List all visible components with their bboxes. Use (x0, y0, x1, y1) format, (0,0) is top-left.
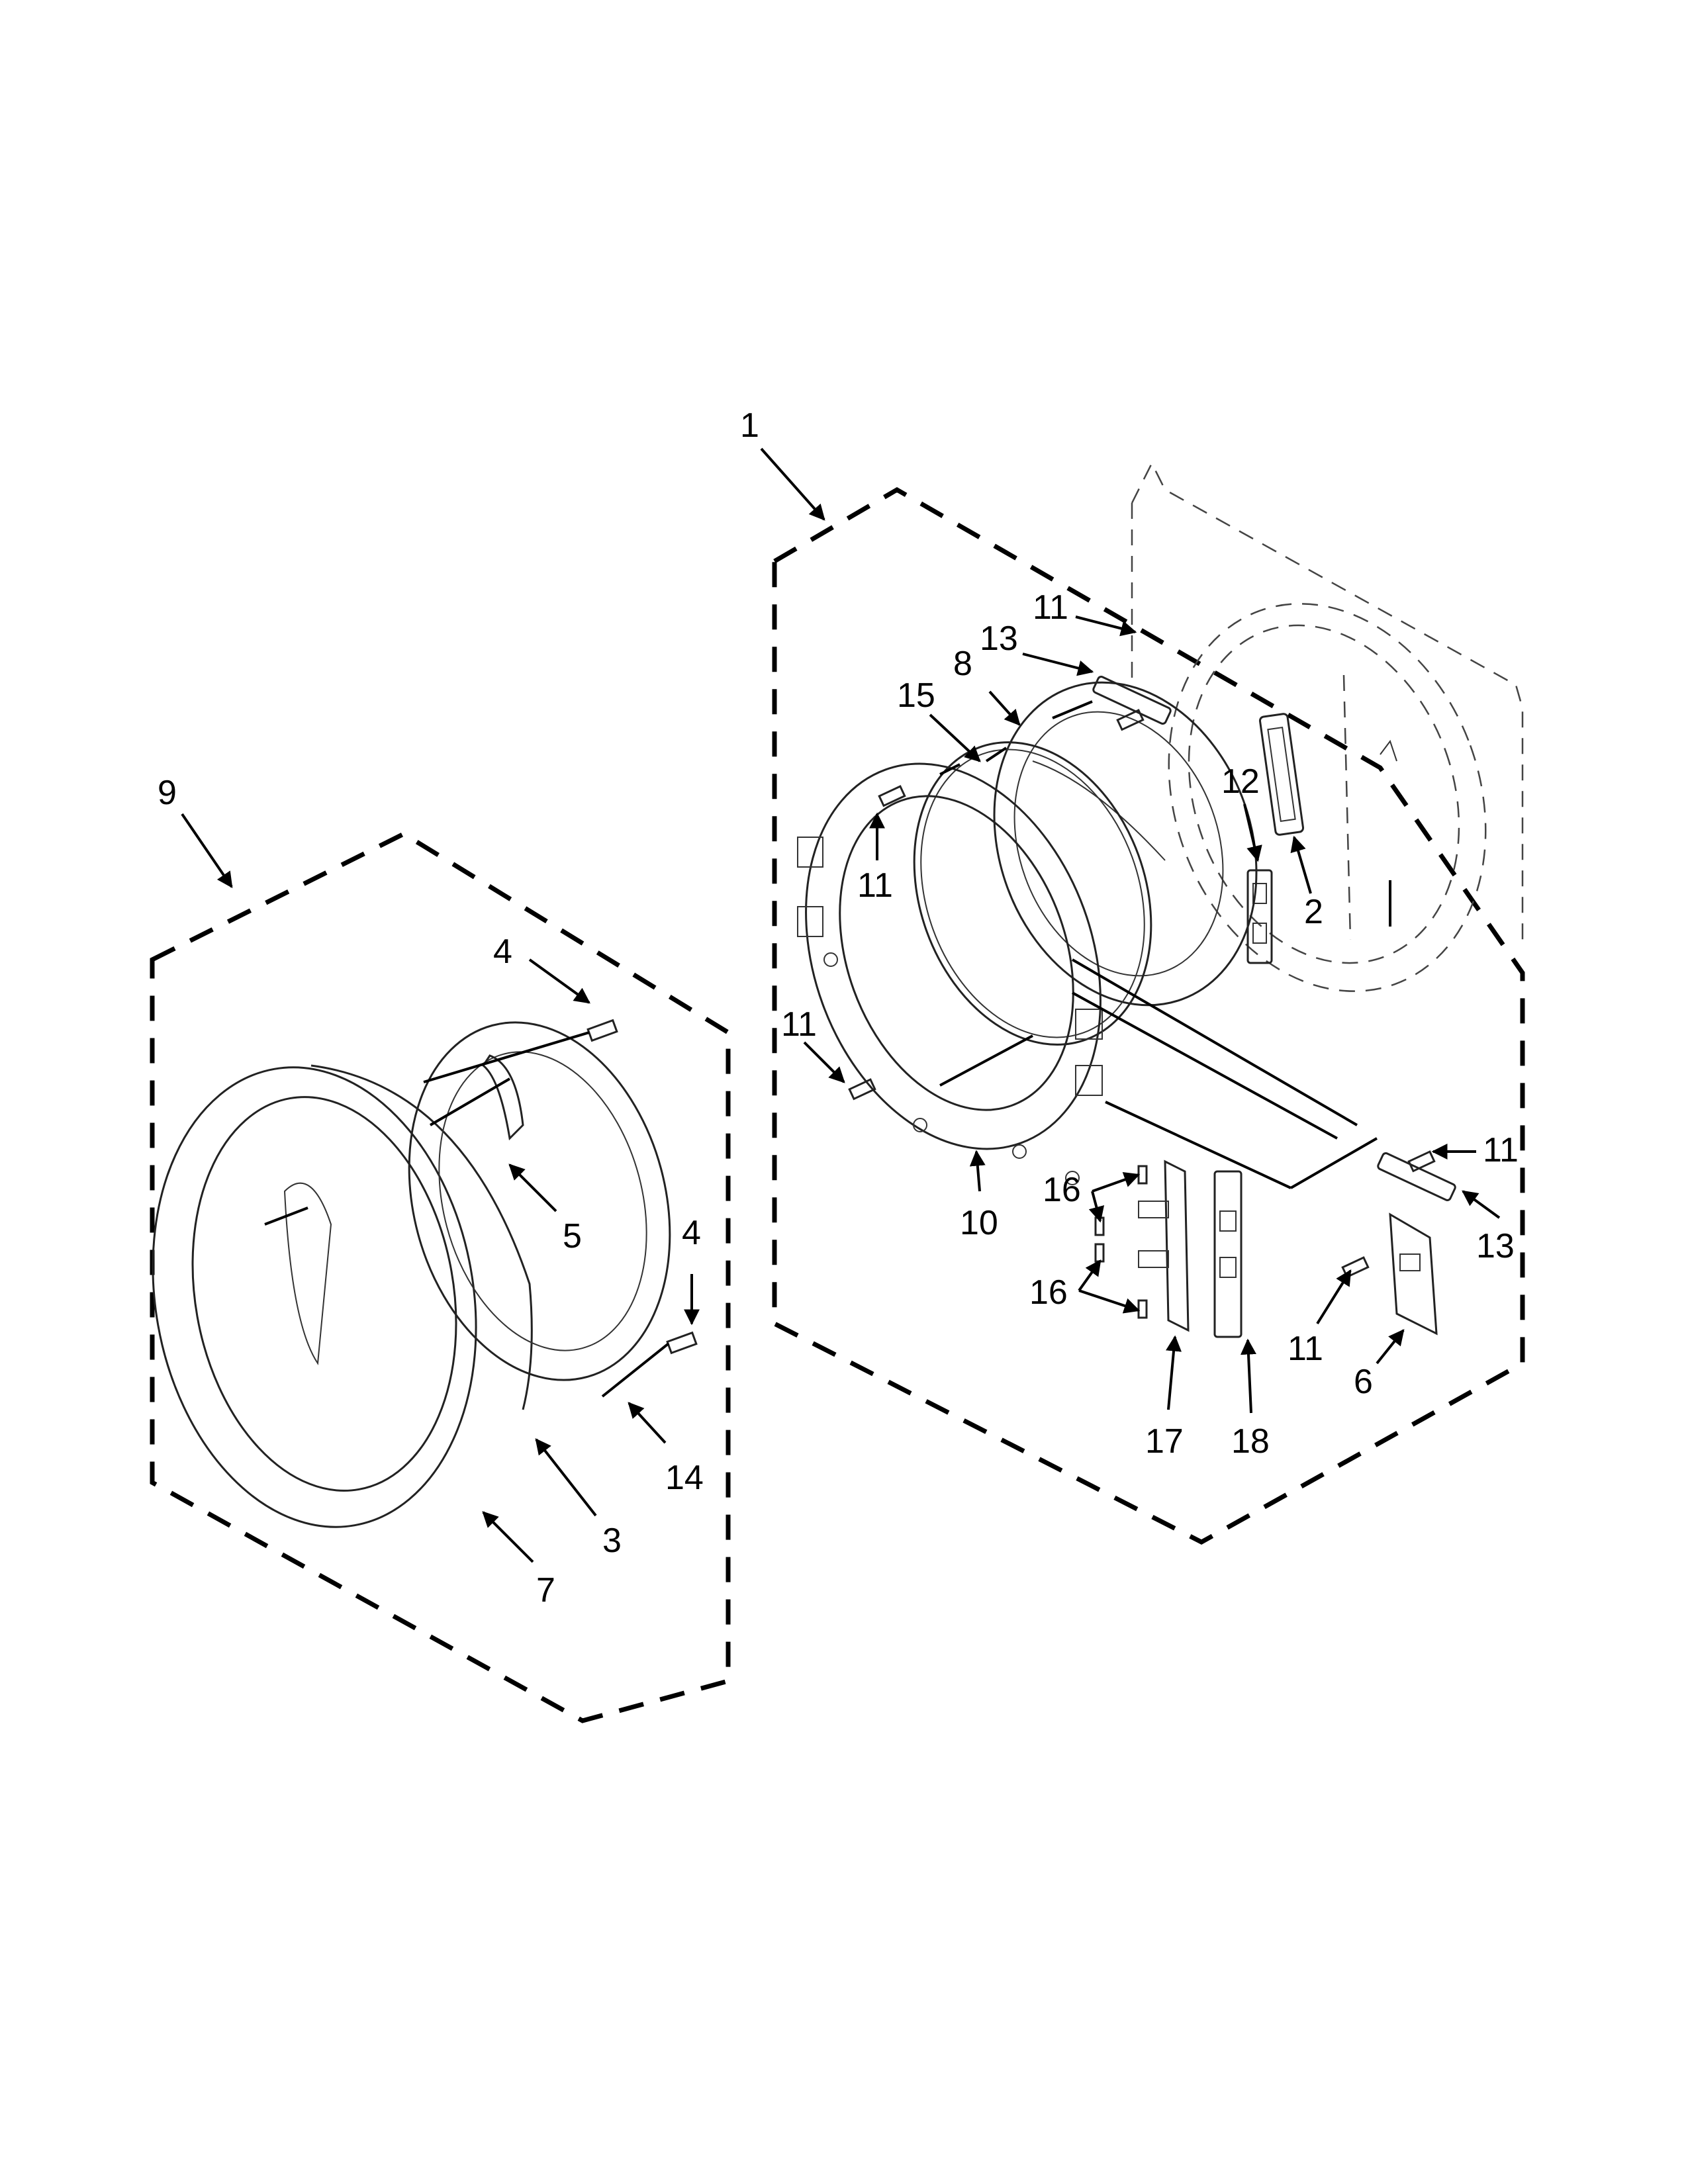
callout-11-bottom: 11 (1288, 1330, 1323, 1368)
assembly-9-boundary (150, 831, 731, 1723)
part-2-door-strike (1258, 713, 1305, 836)
part-10-inner-door-frame (797, 762, 1103, 1185)
callout-4-right: 4 (682, 1214, 701, 1252)
callout-4-top: 4 (493, 933, 512, 971)
callout-16-bottom: 16 (1029, 1273, 1068, 1312)
part-8-inner-door (993, 681, 1258, 1007)
assembly-lines (939, 700, 1391, 1189)
part-4-screws (586, 1019, 698, 1355)
callout-13-top: 13 (980, 619, 1018, 658)
leaders (181, 447, 1501, 1563)
callout-12: 12 (1221, 762, 1260, 801)
part-13-hinge-brackets (1092, 676, 1456, 1201)
part-6-door-switch (1389, 1212, 1438, 1336)
part-16-hinge-pins (1094, 1165, 1148, 1319)
callout-14: 14 (665, 1459, 704, 1497)
part-12-hinge-plate (1246, 869, 1273, 964)
assembly-1-boundary (772, 486, 1525, 1545)
callout-11-left: 11 (781, 1005, 817, 1044)
callout-5: 5 (563, 1217, 582, 1255)
callout-8: 8 (953, 645, 972, 683)
callout-16-top: 16 (1043, 1171, 1081, 1209)
part-3-door-trim (310, 1064, 533, 1410)
callout-11-frame: 11 (857, 866, 893, 905)
part-17-door-hinge (1138, 1160, 1190, 1332)
callout-10: 10 (960, 1204, 998, 1242)
callout-9: 9 (158, 774, 177, 812)
callout-11-right: 11 (1483, 1131, 1519, 1169)
cabinet-front (1131, 461, 1524, 992)
callout-6: 6 (1354, 1363, 1373, 1401)
callout-1: 1 (740, 406, 759, 445)
callout-7: 7 (536, 1571, 555, 1610)
callout-13-right: 13 (1476, 1227, 1515, 1265)
part-14-inner-door-panel (408, 1021, 671, 1381)
callout-3: 3 (602, 1522, 622, 1560)
callout-15: 15 (897, 676, 935, 715)
assembly-9-lines (264, 1031, 670, 1398)
callout-2: 2 (1304, 893, 1323, 931)
part-18-hinge-receiver (1213, 1170, 1243, 1338)
part-7-outer-door-ring (152, 1066, 477, 1528)
callout-11-top: 11 (1033, 588, 1068, 627)
callout-17: 17 (1145, 1422, 1184, 1461)
part-5-door-handle (481, 1054, 524, 1141)
callout-18: 18 (1231, 1422, 1270, 1461)
